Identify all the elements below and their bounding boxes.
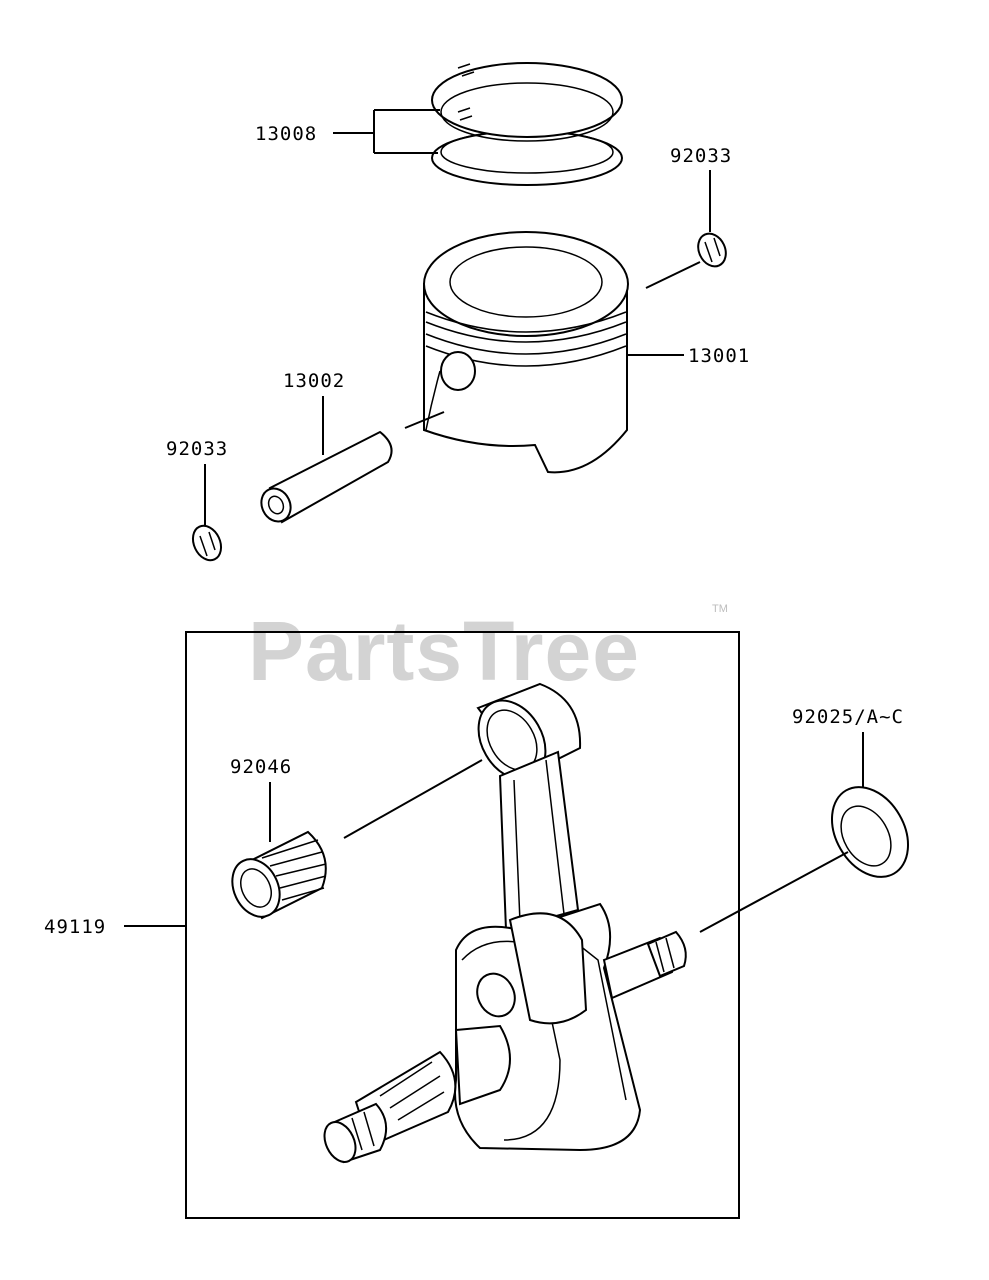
piston[interactable] <box>423 231 629 474</box>
needle-bearing[interactable] <box>223 830 327 924</box>
watermark-text: PartsTree <box>248 604 640 698</box>
watermark-trademark: TM <box>712 603 728 615</box>
callout-label-92033-left[interactable]: 92033 <box>166 438 228 460</box>
circlip-left[interactable] <box>188 521 227 565</box>
callout-label-13001[interactable]: 13001 <box>688 345 750 367</box>
crankshaft-assembly-frame <box>185 631 740 1219</box>
callout-label-49119[interactable]: 49119 <box>44 916 106 938</box>
callout-label-92046[interactable]: 92046 <box>230 756 292 778</box>
bearing-axis-line <box>343 759 483 839</box>
callout-leader-13008 <box>333 109 440 154</box>
callout-label-13008[interactable]: 13008 <box>255 123 317 145</box>
pin-axis-line-right <box>645 261 701 289</box>
washer-axis-line <box>699 851 849 933</box>
connecting-rod-crankshaft[interactable] <box>318 682 687 1167</box>
circlip-top[interactable] <box>693 229 731 271</box>
callout-label-92033-top[interactable]: 92033 <box>670 145 732 167</box>
pin-axis-line-left <box>404 411 445 429</box>
piston-pin[interactable] <box>256 430 393 526</box>
piston-rings[interactable] <box>431 62 623 186</box>
washer[interactable] <box>817 773 924 890</box>
callout-label-13002[interactable]: 13002 <box>283 370 345 392</box>
callout-label-92025[interactable]: 92025/A~C <box>792 706 904 728</box>
